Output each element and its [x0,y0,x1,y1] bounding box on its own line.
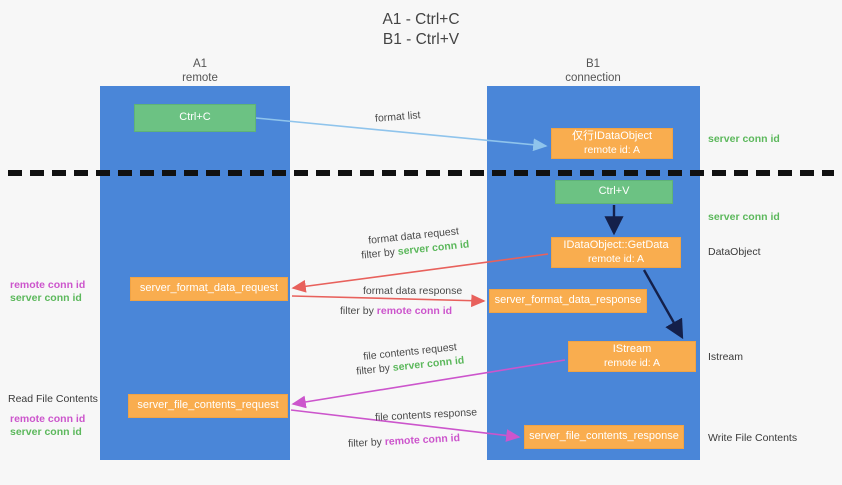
node-istream[interactable]: IStream remote id: A [568,341,696,372]
edge-label-format-data-response: format data response [363,285,463,297]
annotation-read-file-contents: Read File Contents [8,393,98,405]
node-format-request-label: server_format_data_request [139,282,279,295]
node-idataobject[interactable]: 仅行IDataObject remote id: A [551,128,673,159]
title-line-1: A1 - Ctrl+C [382,11,460,28]
node-ctrl-v[interactable]: Ctrl+V [555,180,673,204]
annotation-istream: Istream [708,351,744,363]
node-server-file-contents-response[interactable]: server_file_contents_response [524,425,684,449]
annotation-left-server-conn-id-1: server conn id [10,292,82,304]
node-server-format-data-request[interactable]: server_format_data_request [130,277,288,301]
filter-prefix: filter by [347,436,386,450]
column-header-b1: B1 connection [498,58,688,85]
phase-separator [8,170,834,176]
node-ctrl-c[interactable]: Ctrl+C [134,104,256,132]
node-istream-label: IStream [612,343,652,355]
node-getdata-sublabel: remote id: A [587,252,645,265]
filter-prefix: filter by [355,361,394,378]
node-format-response-label: server_format_data_response [494,294,642,307]
edge-label-format-data-response-filter: filter by remote conn id [340,304,452,318]
annotation-write-file-contents: Write File Contents [708,432,798,444]
column-b1-role: connection [565,71,621,84]
edge-label-file-contents-response: file contents response [374,406,478,424]
filter-prefix: filter by [340,305,377,317]
title-line-2: B1 - Ctrl+V [382,31,460,48]
node-istream-sublabel: remote id: A [603,356,661,369]
node-getdata-label: IDataObject::GetData [563,239,669,251]
edge-label-format-list: format list [374,109,421,125]
diagram-title: A1 - Ctrl+C B1 - Ctrl+V [0,10,842,50]
annotation-left-remote-conn-id-2: remote conn id [10,413,86,425]
filter-value-remote-conn-id: remote conn id [384,432,461,448]
annotation-server-conn-id-second: server conn id [708,211,780,223]
annotation-server-conn-id-top: server conn id [708,133,780,145]
column-b1-name: B1 [585,58,601,70]
filter-prefix: filter by [360,245,399,262]
node-idataobject-label: 仅行IDataObject [571,130,653,142]
node-file-request-label: server_file_contents_request [137,399,279,412]
node-file-response-label: server_file_contents_response [529,430,679,443]
annotation-dataobject: DataObject [708,246,761,258]
column-a1-name: A1 [192,58,208,70]
node-server-file-contents-request[interactable]: server_file_contents_request [128,394,288,418]
node-idataobject-getdata[interactable]: IDataObject::GetData remote id: A [551,237,681,268]
node-ctrl-c-label: Ctrl+C [179,111,211,124]
column-header-a1: A1 remote [110,58,290,85]
filter-value-remote-conn-id: remote conn id [376,305,453,317]
edge-label-file-contents-response-filter: filter by remote conn id [348,431,461,451]
annotation-left-server-conn-id-2: server conn id [10,426,82,438]
node-idataobject-sublabel: remote id: A [583,143,641,156]
node-server-format-data-response[interactable]: server_format_data_response [489,289,647,313]
column-a1-role: remote [182,71,218,84]
node-ctrl-v-label: Ctrl+V [598,185,630,198]
annotation-left-remote-conn-id-1: remote conn id [10,279,86,291]
